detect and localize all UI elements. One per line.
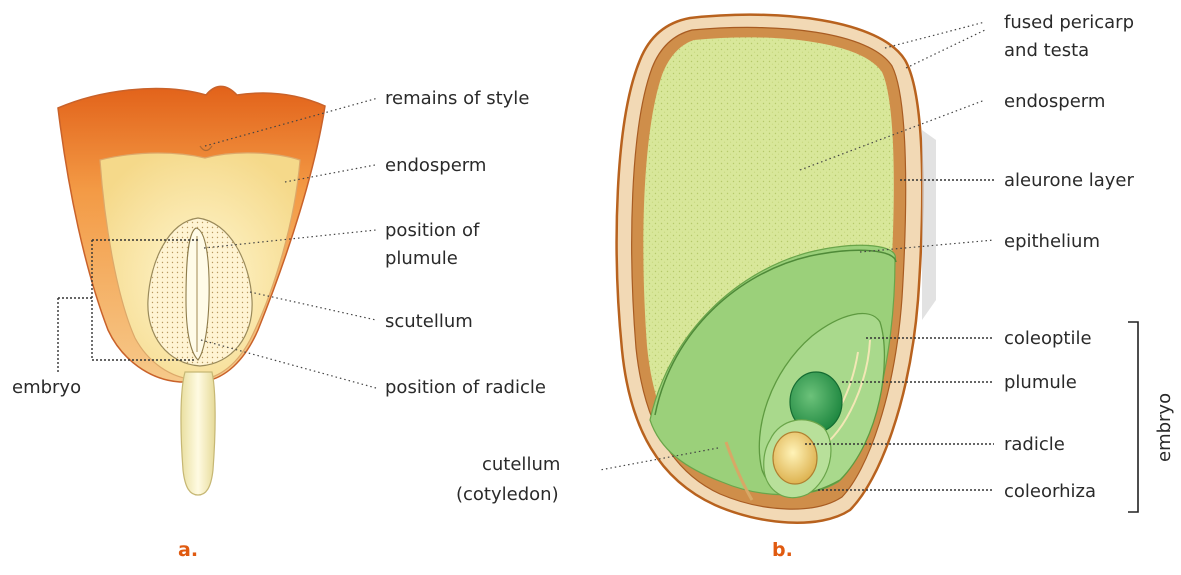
- label-position-of-plumule-2: plumule: [385, 248, 458, 269]
- radicle-shape: [773, 432, 817, 484]
- caption-a: a.: [178, 539, 198, 561]
- label-aleurone-layer: aleurone layer: [1004, 170, 1134, 191]
- label-fused-pericarp-1: fused pericarp: [1004, 12, 1134, 33]
- label-endosperm-b: endosperm: [1004, 91, 1105, 112]
- label-position-of-plumule-1: position of: [385, 220, 480, 241]
- label-fused-pericarp-2: and testa: [1004, 40, 1089, 61]
- label-plumule-b: plumule: [1004, 372, 1077, 393]
- label-scutellum: scutellum: [385, 311, 473, 332]
- label-position-of-radicle: position of radicle: [385, 377, 546, 398]
- label-radicle-b: radicle: [1004, 434, 1065, 455]
- root-shape: [181, 372, 215, 495]
- figure-b-seed: [617, 15, 936, 523]
- label-coleorhiza: coleorhiza: [1004, 481, 1096, 502]
- label-cutellum-1: cutellum: [482, 454, 560, 475]
- embryo-axis-shape: [186, 228, 209, 360]
- label-endosperm-a: endosperm: [385, 155, 486, 176]
- label-epithelium: epithelium: [1004, 231, 1100, 252]
- label-coleoptile: coleoptile: [1004, 328, 1092, 349]
- label-cutellum-2: (cotyledon): [456, 484, 559, 505]
- label-remains-of-style: remains of style: [385, 88, 529, 109]
- embryo-bracket-b: [1128, 322, 1138, 512]
- caption-b: b.: [772, 539, 793, 561]
- side-shadow: [922, 130, 936, 320]
- label-embryo-a: embryo: [12, 377, 81, 398]
- label-embryo-b: embryo: [1154, 393, 1175, 462]
- figure-a-kernel: [58, 86, 325, 495]
